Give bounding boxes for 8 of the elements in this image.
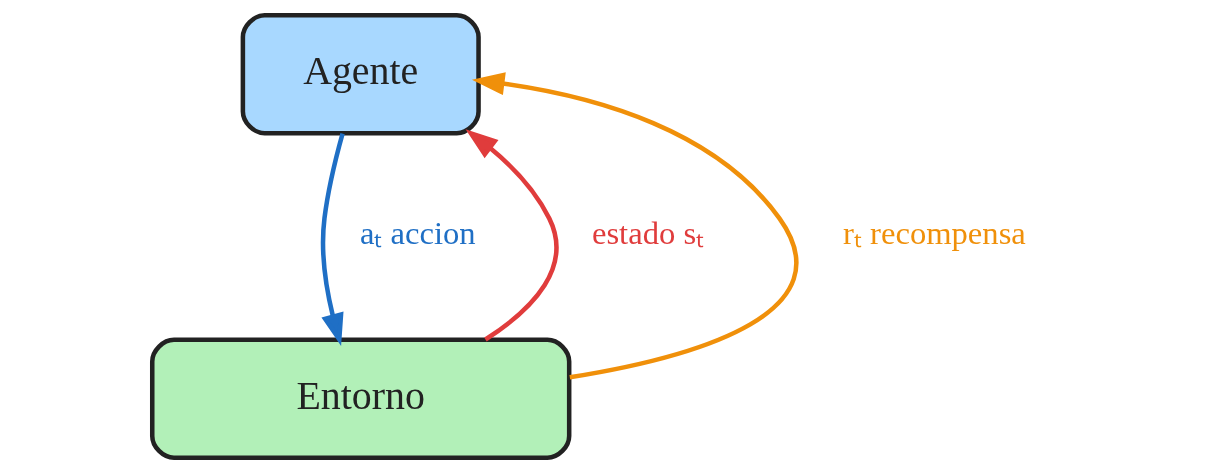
arrow <box>471 72 799 380</box>
arrow <box>320 133 345 346</box>
node-box: Entorno <box>150 337 572 460</box>
arrow <box>465 129 559 342</box>
edge-label: estado sₜ <box>591 215 705 252</box>
edge-label: aₜ accion <box>359 215 476 252</box>
node-box: Agente <box>240 13 481 136</box>
edge-label: rₜ recompensa <box>843 215 1026 252</box>
